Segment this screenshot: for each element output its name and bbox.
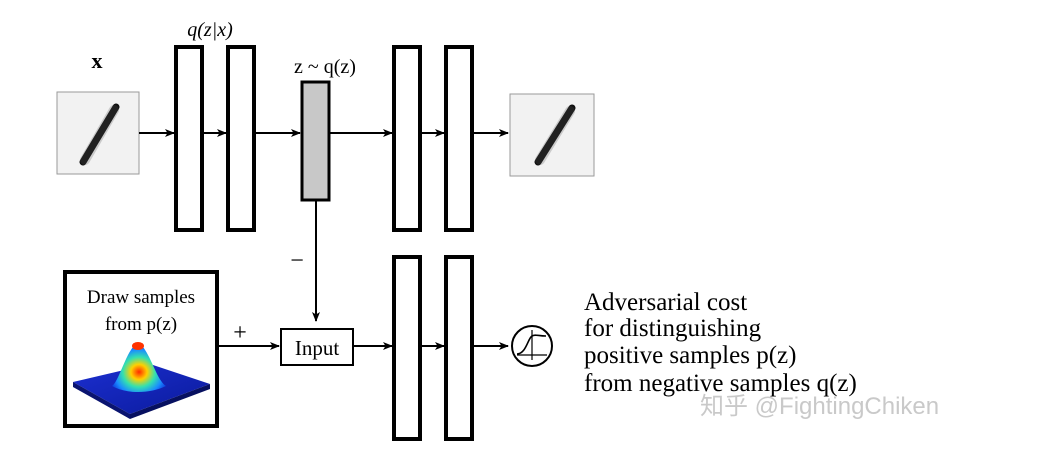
output-image xyxy=(509,93,595,177)
prior-box-line2: from p(z) xyxy=(105,314,177,335)
input-node: Input xyxy=(280,328,354,366)
input-image xyxy=(56,91,140,175)
latent-label: z ~ q(z) xyxy=(294,56,356,78)
prior-sample-box: Draw samples from p(z) xyxy=(63,270,219,428)
discriminator-layer-1 xyxy=(392,255,422,441)
decoder-layer-1 xyxy=(392,45,422,232)
adversarial-line-2: for distinguishing xyxy=(584,315,762,342)
prior-box-line1: Draw samples xyxy=(87,287,195,308)
minus-sign: − xyxy=(290,248,304,274)
encoder-layer-1 xyxy=(174,45,204,232)
input-x-label: x xyxy=(92,48,103,73)
adversarial-text: Adversarial cost for distinguishing posi… xyxy=(584,289,857,397)
adversarial-line-1: Adversarial cost xyxy=(584,289,747,316)
plus-sign: + xyxy=(233,320,247,346)
adversarial-line-3: positive samples p(z) xyxy=(584,342,796,369)
adversarial-line-4: from negative samples q(z) xyxy=(584,370,857,397)
encoder-label: q(z|x) xyxy=(187,19,233,41)
decoder-layer-2 xyxy=(444,45,474,232)
latent-layer xyxy=(300,80,331,202)
input-node-label: Input xyxy=(295,336,339,360)
encoder-layer-2 xyxy=(226,45,256,232)
sigmoid-icon xyxy=(511,325,553,367)
watermark: 知乎 @FightingChiken xyxy=(700,393,939,420)
discriminator-layer-2 xyxy=(444,255,474,441)
gaussian-surface-image xyxy=(73,342,210,419)
